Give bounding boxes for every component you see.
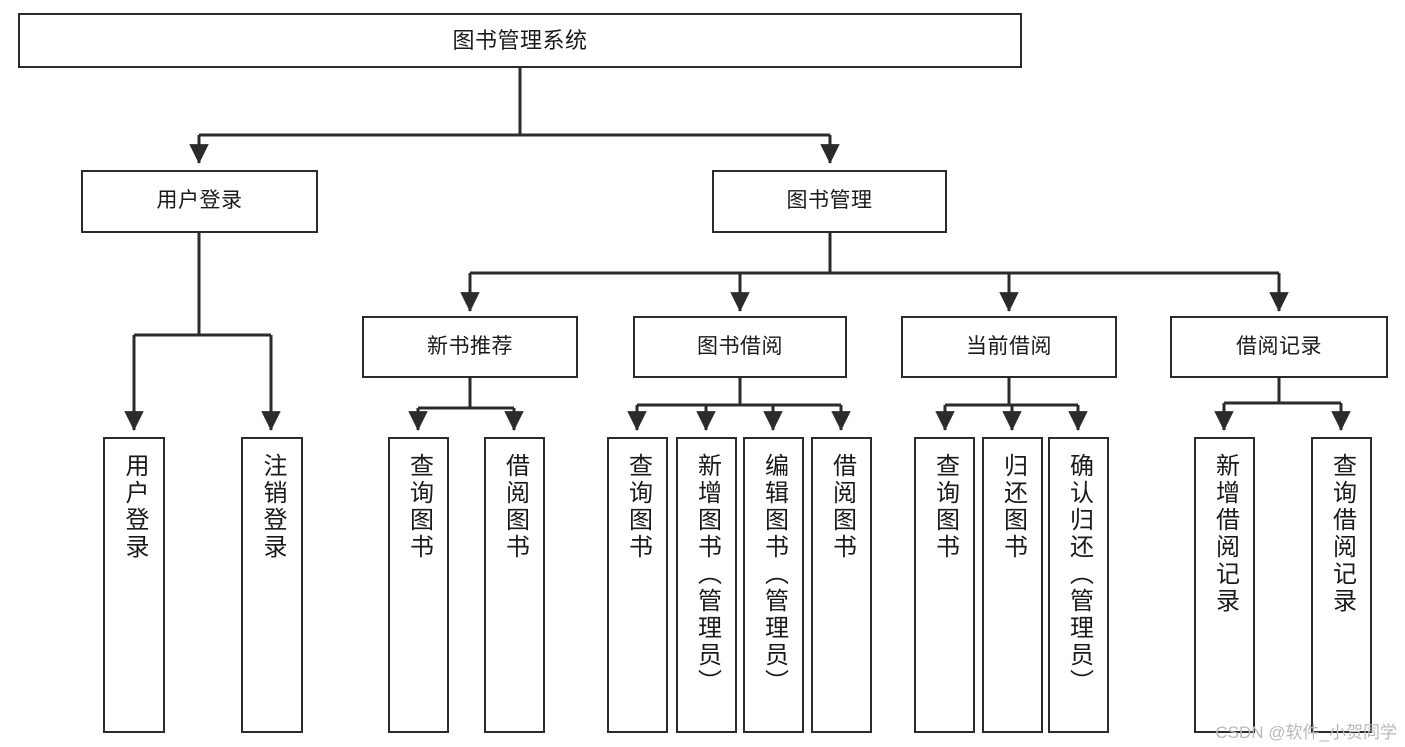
leaf-query-book-2-label: 查询图书 bbox=[624, 453, 652, 561]
leaf-add-book-admin-label: 新增图书（管理员） bbox=[693, 453, 721, 696]
leaf-logout[interactable]: 注销登录 bbox=[241, 437, 303, 733]
leaf-return-book[interactable]: 归还图书 bbox=[982, 437, 1043, 733]
leaf-edit-book-admin[interactable]: 编辑图书（管理员） bbox=[743, 437, 804, 733]
leaf-logout-label: 注销登录 bbox=[259, 453, 286, 561]
leaf-add-book-admin[interactable]: 新增图书（管理员） bbox=[676, 437, 737, 733]
node-current-borrow[interactable]: 当前借阅 bbox=[901, 316, 1117, 378]
leaf-confirm-return-admin[interactable]: 确认归还（管理员） bbox=[1048, 437, 1109, 733]
node-user-login-label: 用户登录 bbox=[156, 189, 243, 213]
node-root-label: 图书管理系统 bbox=[452, 27, 588, 53]
leaf-query-book-3-label: 查询图书 bbox=[931, 453, 959, 561]
leaf-query-borrow-record[interactable]: 查询借阅记录 bbox=[1311, 437, 1372, 733]
leaf-return-book-label: 归还图书 bbox=[999, 453, 1027, 561]
leaf-query-book-3[interactable]: 查询图书 bbox=[914, 437, 975, 733]
node-borrow-record-label: 借阅记录 bbox=[1236, 334, 1322, 358]
node-current-borrow-label: 当前借阅 bbox=[966, 334, 1052, 358]
leaf-borrow-book-2-label: 借阅图书 bbox=[828, 453, 856, 561]
node-new-book-recommend-label: 新书推荐 bbox=[427, 334, 513, 358]
leaf-borrow-book-2[interactable]: 借阅图书 bbox=[811, 437, 872, 733]
node-new-book-recommend[interactable]: 新书推荐 bbox=[362, 316, 578, 378]
leaf-edit-book-admin-label: 编辑图书（管理员） bbox=[760, 453, 788, 696]
node-book-manage[interactable]: 图书管理 bbox=[712, 170, 947, 233]
node-book-borrow[interactable]: 图书借阅 bbox=[633, 316, 847, 378]
leaf-user-login-label: 用户登录 bbox=[121, 453, 148, 561]
node-book-manage-label: 图书管理 bbox=[786, 189, 873, 213]
leaf-query-book-2[interactable]: 查询图书 bbox=[607, 437, 668, 733]
leaf-user-login[interactable]: 用户登录 bbox=[103, 437, 165, 733]
leaf-add-borrow-record[interactable]: 新增借阅记录 bbox=[1194, 437, 1255, 733]
leaf-query-book-1[interactable]: 查询图书 bbox=[388, 437, 449, 733]
leaf-confirm-return-admin-label: 确认归还（管理员） bbox=[1065, 453, 1093, 696]
node-user-login[interactable]: 用户登录 bbox=[81, 170, 318, 233]
node-book-borrow-label: 图书借阅 bbox=[697, 334, 783, 358]
leaf-add-borrow-record-label: 新增借阅记录 bbox=[1211, 453, 1239, 615]
leaf-borrow-book-1-label: 借阅图书 bbox=[501, 453, 529, 561]
leaf-borrow-book-1[interactable]: 借阅图书 bbox=[484, 437, 545, 733]
node-root[interactable]: 图书管理系统 bbox=[18, 13, 1022, 68]
leaf-query-book-1-label: 查询图书 bbox=[405, 453, 433, 561]
node-borrow-record[interactable]: 借阅记录 bbox=[1170, 316, 1388, 378]
leaf-query-borrow-record-label: 查询借阅记录 bbox=[1328, 453, 1356, 615]
